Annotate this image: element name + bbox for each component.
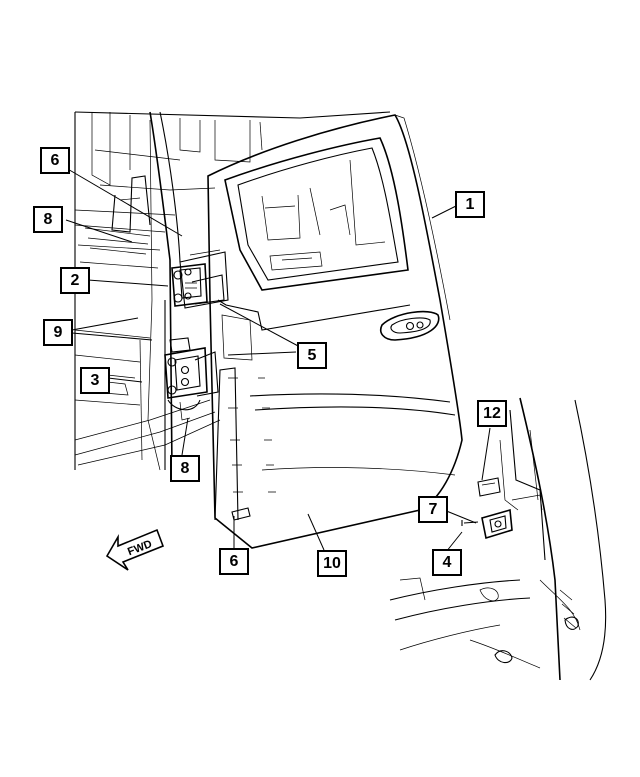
fwd-arrow-icon: FWD	[105, 528, 165, 571]
callout-3: 3	[80, 367, 110, 394]
callout-8-lower: 8	[170, 455, 200, 482]
callout-1: 1	[455, 191, 485, 218]
callout-9: 9	[43, 319, 73, 346]
callout-10: 10	[317, 550, 347, 577]
callout-12: 12	[477, 400, 507, 427]
upper-hinge	[171, 263, 225, 307]
callout-7: 7	[418, 496, 448, 523]
callout-2: 2	[60, 267, 90, 294]
leader-lines	[65, 167, 491, 553]
callout-4: 4	[432, 549, 462, 576]
callout-5: 5	[297, 342, 327, 369]
rear-door	[207, 114, 463, 549]
lower-hinge	[164, 337, 219, 421]
cab-interior	[74, 111, 391, 471]
callout-8-upper: 8	[33, 206, 63, 233]
callout-6-upper: 6	[40, 147, 70, 174]
callout-6-lower: 6	[219, 548, 249, 575]
striker-detail	[389, 397, 607, 681]
